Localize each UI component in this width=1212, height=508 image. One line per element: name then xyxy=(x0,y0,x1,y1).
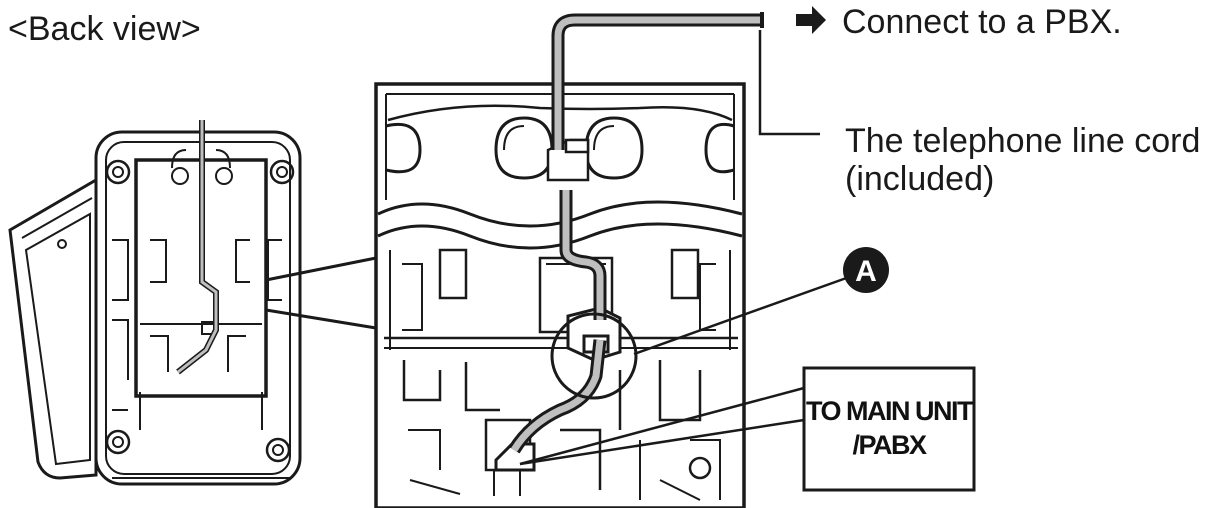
cord-label-line1: The telephone line cord xyxy=(845,122,1200,160)
jack-label-line1: TO MAIN UNIT xyxy=(806,396,974,426)
zoom-connector-lines xyxy=(265,256,377,330)
magnifier-circle xyxy=(550,312,638,400)
jack-label-line2: /PABX xyxy=(852,430,927,460)
callout-letter: A xyxy=(855,255,877,288)
view-label: <Back view> xyxy=(8,10,201,48)
phone-back-small xyxy=(8,120,302,486)
jack-label-box: TO MAIN UNIT /PABX xyxy=(802,366,976,492)
line-cord xyxy=(508,12,764,454)
callout-a-badge: A xyxy=(843,247,889,293)
leader-lines xyxy=(519,30,853,466)
arrow-right-icon xyxy=(796,6,826,34)
connect-label: Connect to a PBX. xyxy=(842,3,1122,41)
cord-label-line2: (included) xyxy=(845,160,994,198)
